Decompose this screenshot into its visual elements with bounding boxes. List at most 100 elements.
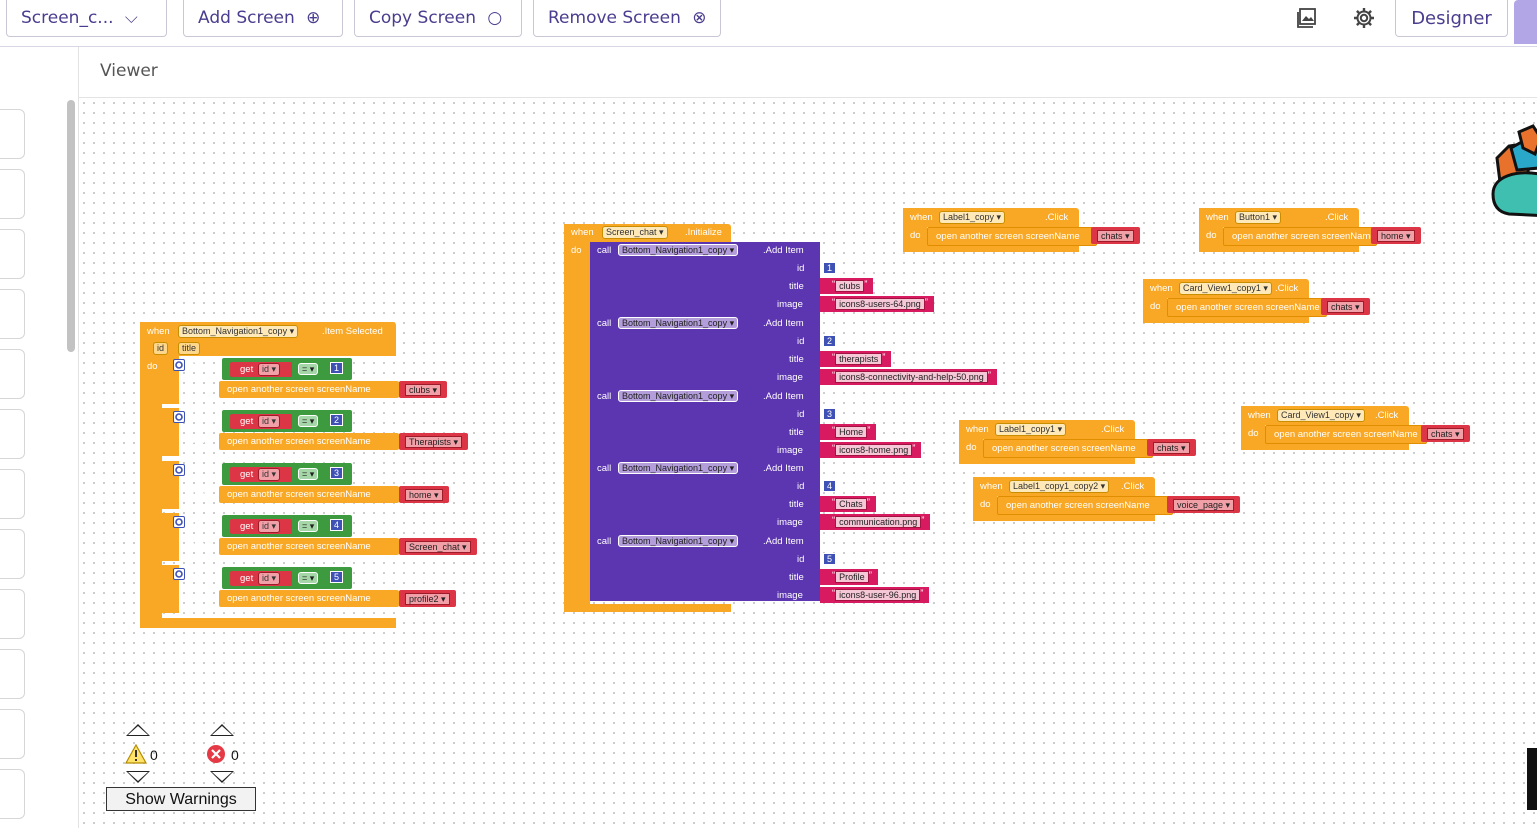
open-another-screen-block[interactable]: open another screen screenName [219, 590, 399, 608]
open-another-screen-block[interactable]: open another screen screenName [983, 439, 1153, 458]
variable-dropdown[interactable]: id ▾ [258, 467, 281, 481]
gallery-icon[interactable] [1295, 6, 1319, 30]
designer-button[interactable]: Designer [1395, 0, 1508, 37]
title-text-block[interactable]: “Home” [820, 423, 877, 440]
screen-name-text-block[interactable]: chats ▾ [1147, 439, 1196, 456]
copy-screen-button[interactable]: Copy Screen ○ [354, 0, 522, 37]
number-value[interactable]: 3 [330, 466, 344, 479]
screen-name-value[interactable]: clubs ▾ [405, 384, 442, 396]
variable-dropdown[interactable]: id ▾ [258, 519, 281, 533]
title-value[interactable]: Home [835, 425, 868, 438]
item-id-number[interactable]: 5 [823, 553, 837, 566]
component-dropdown[interactable]: Label1_copy1 ▾ [995, 423, 1067, 436]
screen-name-text-block[interactable]: profile2 ▾ [399, 590, 456, 608]
title-text-block[interactable]: “Profile” [820, 569, 878, 586]
blocks-tab-edge[interactable] [1514, 0, 1537, 44]
number-value[interactable]: 1 [330, 362, 344, 374]
component-dropdown[interactable]: Screen_chat ▾ [602, 226, 668, 239]
error-next-arrow[interactable] [210, 771, 234, 783]
component-dropdown[interactable]: Bottom_Navigation1_copy ▾ [178, 325, 299, 338]
image-value[interactable]: icons8-users-64.png [835, 298, 925, 310]
screen-name-text-block[interactable]: voice_page ▾ [1167, 496, 1241, 513]
drawer-item[interactable] [0, 349, 25, 399]
drawer-item[interactable] [0, 589, 25, 639]
screen-name-value[interactable]: chats ▾ [1327, 301, 1364, 313]
screen-name-value[interactable]: home ▾ [405, 488, 443, 501]
mutator-gear-icon[interactable] [173, 515, 185, 528]
equals-operator-dropdown[interactable]: = ▾ [298, 519, 319, 532]
component-dropdown[interactable]: Label1_copy1_copy2 ▾ [1009, 480, 1110, 493]
drawer-scrollbar[interactable] [67, 100, 75, 352]
screen-select-dropdown[interactable]: Screen_c... ⌵ [6, 0, 167, 37]
target-component-dropdown[interactable]: Bottom_Navigation1_copy ▾ [618, 389, 739, 402]
screen-name-text-block[interactable]: Therapists ▾ [399, 433, 469, 451]
screen-name-text-block[interactable]: home ▾ [399, 485, 449, 503]
title-value[interactable]: Chats [835, 498, 867, 511]
image-value[interactable]: communication.png [835, 516, 922, 529]
number-value[interactable]: 2 [330, 414, 344, 427]
open-another-screen-block[interactable]: open another screen screenName [219, 433, 399, 451]
add-screen-button[interactable]: Add Screen ⊕ [183, 0, 343, 37]
screen-name-value[interactable]: profile2 ▾ [405, 593, 450, 606]
title-text-block[interactable]: “therapists” [820, 350, 892, 367]
item-id-number[interactable]: 2 [823, 334, 837, 347]
item-id-number[interactable]: 4 [823, 480, 837, 493]
item-id-number[interactable]: 3 [823, 407, 837, 420]
target-component-dropdown[interactable]: Bottom_Navigation1_copy ▾ [618, 316, 739, 329]
screen-name-value[interactable]: chats ▾ [1153, 442, 1190, 454]
screen-name-value[interactable]: chats ▾ [1427, 428, 1464, 440]
screen-name-value[interactable]: voice_page ▾ [1173, 499, 1235, 511]
drawer-item[interactable] [0, 109, 25, 159]
screen-name-text-block[interactable]: home ▾ [1371, 227, 1421, 244]
equals-operator-dropdown[interactable]: = ▾ [298, 572, 319, 585]
component-dropdown[interactable]: Card_View1_copy1 ▾ [1179, 282, 1272, 295]
mutator-gear-icon[interactable] [173, 568, 185, 581]
image-value[interactable]: icons8-connectivity-and-help-50.png [835, 370, 988, 383]
remove-screen-button[interactable]: Remove Screen ⊗ [533, 0, 721, 37]
open-another-screen-block[interactable]: open another screen screenName [927, 227, 1097, 246]
image-text-block[interactable]: “icons8-user-96.png” [820, 587, 930, 604]
variable-dropdown[interactable]: id ▾ [258, 363, 281, 376]
error-prev-arrow[interactable] [210, 724, 234, 736]
screen-name-text-block[interactable]: Screen_chat ▾ [399, 537, 477, 555]
drawer-item[interactable] [0, 229, 25, 279]
image-text-block[interactable]: “icons8-users-64.png” [820, 296, 934, 312]
number-value[interactable]: 5 [330, 571, 344, 584]
item-selected-event-block[interactable]: when Bottom_Navigation1_copy ▾ .Item Sel… [140, 322, 396, 628]
initialize-event-block[interactable]: when Screen_chat ▾ .Initialize do [564, 224, 731, 612]
drawer-item[interactable] [0, 169, 25, 219]
screen-name-text-block[interactable]: chats ▾ [1421, 425, 1470, 442]
open-another-screen-block[interactable]: open another screen screenName [219, 537, 399, 555]
open-another-screen-block[interactable]: open another screen screenName [1167, 298, 1327, 317]
equals-operator-dropdown[interactable]: = ▾ [298, 467, 319, 480]
gear-icon[interactable] [1352, 6, 1376, 30]
screen-name-value[interactable]: home ▾ [1377, 230, 1415, 242]
image-value[interactable]: icons8-home.png [835, 443, 913, 456]
param-id[interactable]: id [153, 342, 169, 355]
drawer-item[interactable] [0, 709, 25, 759]
equals-operator-dropdown[interactable]: = ▾ [298, 363, 319, 375]
title-text-block[interactable]: “Chats” [820, 496, 876, 513]
target-component-dropdown[interactable]: Bottom_Navigation1_copy ▾ [618, 535, 739, 548]
drawer-item[interactable] [0, 769, 25, 819]
mutator-gear-icon[interactable] [173, 359, 185, 371]
warning-prev-arrow[interactable] [126, 724, 150, 736]
component-dropdown[interactable]: Label1_copy ▾ [939, 211, 1006, 224]
